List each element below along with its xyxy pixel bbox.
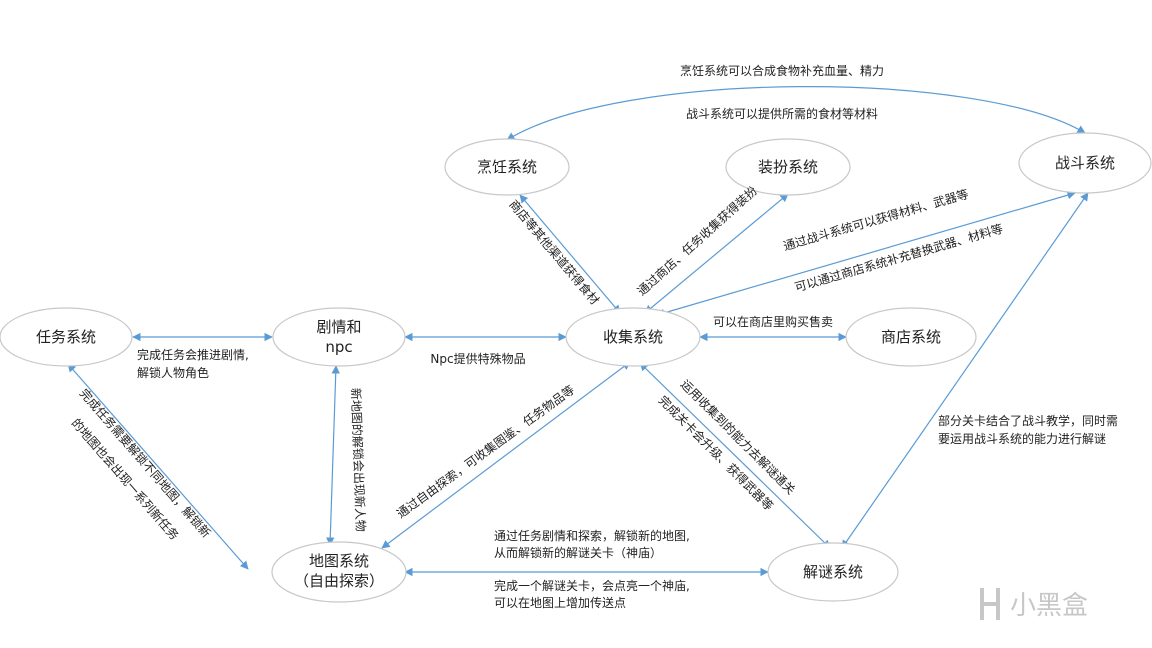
- edge-cooking-collect: [519, 194, 621, 314]
- edge-task-map: [67, 363, 249, 570]
- label-cooking-battle-bottom: 战斗系统可以提供所需的食材等材料: [686, 106, 878, 121]
- node-cooking: 烹饪系统: [444, 138, 570, 196]
- node-puzzle-label: 解谜系统: [803, 563, 863, 581]
- node-battle-label: 战斗系统: [1055, 154, 1115, 172]
- label-task-map-1: 完成任务需要解锁不同地图，解锁新: [77, 386, 214, 541]
- node-map-label-2: （自由探索）: [294, 572, 384, 590]
- node-collect-label: 收集系统: [603, 328, 663, 346]
- node-story-label-1: 剧情和: [316, 318, 361, 336]
- label-task-story-2: 解锁人物角色: [137, 365, 209, 380]
- watermark-logo: 小黑盒: [980, 588, 1088, 621]
- node-map: 地图系统 （自由探索）: [271, 541, 407, 603]
- node-dressup-label: 装扮系统: [758, 158, 818, 176]
- label-story-map: 新地图的解锁会出现新人物: [348, 388, 368, 532]
- node-story-label-2: npc: [325, 338, 352, 356]
- label-cooking-battle-top: 烹饪系统可以合成食物补充血量、精力: [680, 63, 884, 78]
- node-task-label: 任务系统: [36, 328, 96, 346]
- label-shop-food: 商店等其他渠道获得食材: [506, 197, 602, 308]
- node-collect: 收集系统: [565, 307, 701, 367]
- label-map-puzzle-top-2: 从而解锁新的解谜关卡（神庙）: [494, 545, 662, 560]
- label-map-puzzle-top-1: 通过任务剧情和探索，解锁新的地图,: [494, 528, 690, 543]
- label-map-puzzle-bot-2: 可以在地图上增加传送点: [494, 595, 626, 610]
- label-shop-buy: 可以在商店里购买售卖: [713, 314, 833, 329]
- label-map-collect: 通过自由探索，可收集图鉴、任务物品等: [394, 382, 578, 521]
- watermark-text: 小黑盒: [1010, 591, 1088, 621]
- node-shop-label: 商店系统: [881, 328, 941, 346]
- node-map-label-1: 地图系统: [309, 552, 369, 570]
- label-battle-puzzle-1: 部分关卡结合了战斗教学，同时需: [938, 413, 1118, 428]
- edges: [67, 85, 1089, 577]
- label-battle-puzzle-2: 要运用战斗系统的能力进行解谜: [938, 431, 1106, 446]
- node-battle: 战斗系统: [1018, 132, 1152, 194]
- node-story: 剧情和 npc: [272, 307, 406, 367]
- edge-cooking-battle: [506, 85, 1086, 141]
- watermark-h-icon: [980, 588, 1000, 620]
- label-dressup-get: 通过商店、任务收集获得装扮: [634, 183, 760, 299]
- node-shop: 商店系统: [845, 307, 977, 367]
- label-map-puzzle-bot-1: 完成一个解谜关卡，会点亮一个神庙,: [494, 578, 690, 593]
- node-task: 任务系统: [0, 307, 133, 367]
- edge-battle-puzzle: [841, 192, 1089, 549]
- edge-story-map: [326, 365, 340, 546]
- label-task-story-1: 完成任务会推进剧情,: [137, 347, 249, 362]
- edge-dressup-collect: [644, 193, 789, 314]
- node-cooking-label: 烹饪系统: [477, 158, 537, 176]
- label-npc-item: Npc提供特殊物品: [430, 351, 525, 366]
- edge-collect-map: [381, 361, 631, 549]
- edge-collect-puzzle: [639, 362, 831, 549]
- node-dressup: 装扮系统: [725, 138, 851, 196]
- node-puzzle: 解谜系统: [767, 542, 899, 602]
